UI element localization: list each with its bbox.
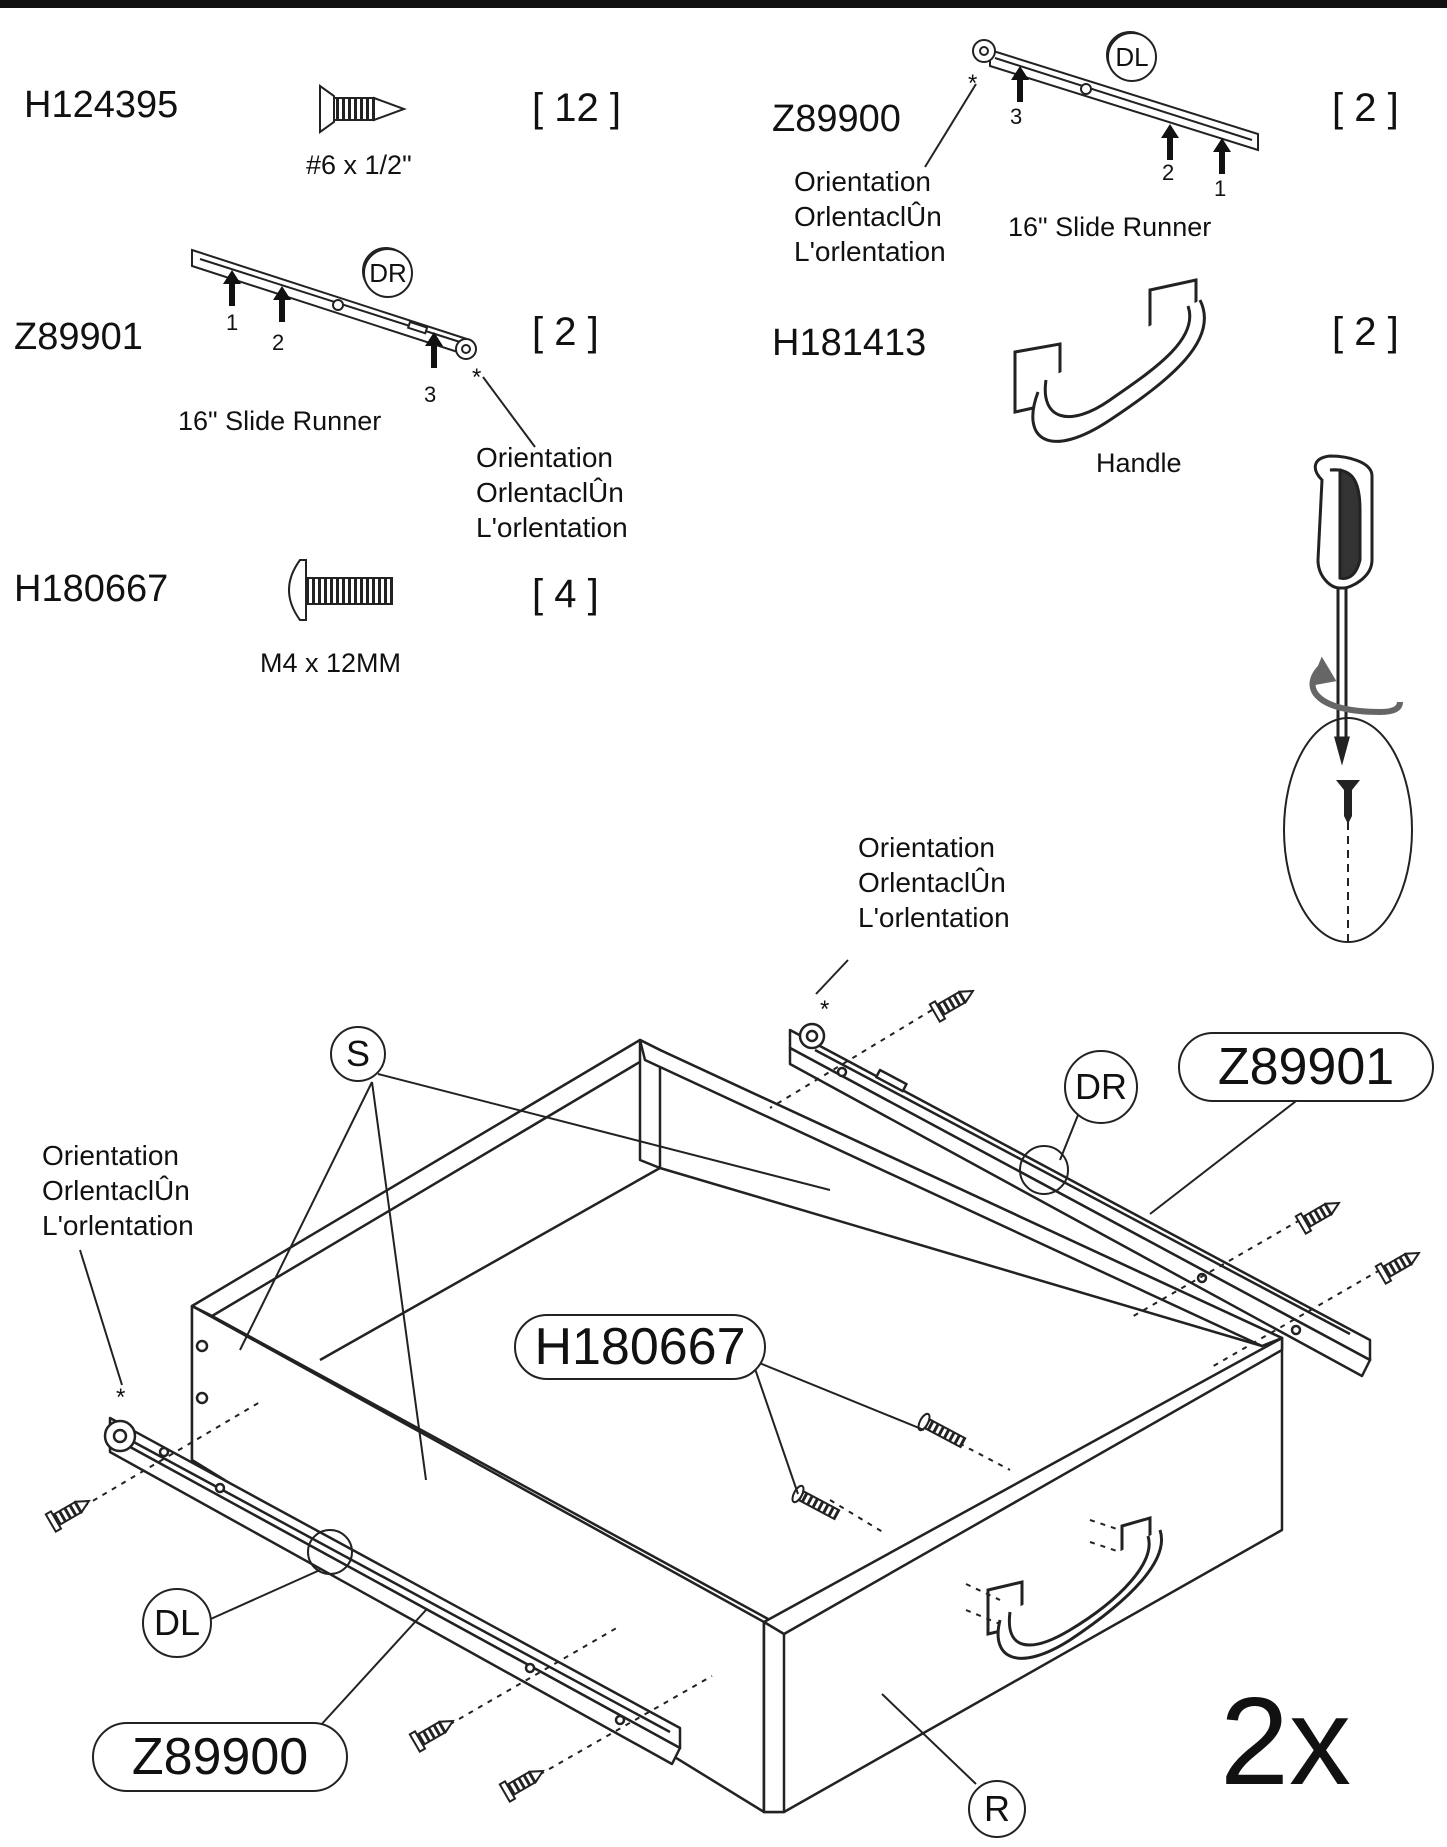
part-qty-h124395: [ 12 ] [532, 86, 621, 130]
drawer-runner-dl [103, 1416, 682, 1766]
part-code-h124395: H124395 [24, 84, 179, 126]
part-qty-h180667: [ 4 ] [532, 572, 599, 616]
part-code-h180667: H180667 [14, 568, 169, 610]
orientation-marker-right-runner: * [820, 996, 830, 1023]
hole-number-2-dl: 2 [1162, 160, 1175, 185]
badge-dr-small: DR [363, 248, 413, 298]
orientation-text-dr: Orientation OrlentaclÛn L'orlentation [476, 442, 628, 543]
badge-dl-small: DL [1107, 32, 1157, 82]
leader-lines [79, 959, 1301, 1785]
machine-screw-icon [288, 559, 393, 621]
label-r-circle: R [968, 1780, 1026, 1838]
part-size-h180667: M4 x 12MM [260, 648, 402, 678]
callout-h180667: H180667 [514, 1314, 766, 1380]
hole-number-1-dl: 1 [1214, 176, 1227, 201]
part-qty-z89901: [ 2 ] [532, 310, 599, 354]
part-name-z89900: 16" Slide Runner [1008, 212, 1212, 242]
part-name-z89901: 16" Slide Runner [178, 406, 382, 436]
hole-number-2-dr: 2 [272, 330, 285, 355]
detail-ellipse [1283, 717, 1413, 943]
part-code-z89901: Z89901 [14, 316, 143, 358]
callout-z89901: Z89901 [1178, 1032, 1434, 1102]
orientation-marker-dl: * [968, 70, 978, 97]
handle-icon [1013, 278, 1206, 443]
part-name-h181413: Handle [1096, 448, 1182, 478]
hole-number-3-dl: 3 [1010, 104, 1023, 129]
part-size-h124395: #6 x 1/2" [306, 150, 412, 180]
hole-arrows-dr [223, 270, 443, 368]
drawer-handle [986, 1516, 1163, 1660]
drawer-wood-screws [44, 989, 1421, 1804]
drawer-runner-dr [788, 1022, 1372, 1378]
part-qty-z89900: [ 2 ] [1332, 86, 1399, 130]
orientation-leader-dl [924, 83, 977, 168]
orientation-text-right-runner: Orientation OrlentaclÛn L'orlentation [858, 832, 1010, 933]
hole-arrows-dl [1011, 66, 1231, 174]
orientation-text-dl: Orientation OrlentaclÛn L'orlentation [794, 166, 946, 267]
orientation-marker-dr: * [472, 364, 482, 391]
callout-z89900: Z89900 [92, 1722, 348, 1792]
hole-number-1-dr: 1 [226, 310, 239, 335]
screwdriver-icon [1309, 454, 1403, 766]
quantity-multiplier: 2x [1220, 1673, 1351, 1811]
label-s-circle: S [330, 1026, 386, 1082]
label-dr-circle: DR [1064, 1050, 1138, 1124]
orientation-marker-left-runner: * [116, 1384, 126, 1411]
part-code-h181413: H181413 [772, 322, 927, 364]
orientation-leader-dr [482, 376, 536, 448]
part-qty-h181413: [ 2 ] [1332, 310, 1399, 354]
orientation-text-left-runner: Orientation OrlentaclÛn L'orlentation [42, 1140, 194, 1241]
label-dl-circle: DL [142, 1588, 212, 1658]
top-border [0, 0, 1447, 8]
drawer-box [190, 1038, 1284, 1814]
part-code-z89900: Z89900 [772, 98, 901, 140]
wood-screw-icon [319, 84, 407, 134]
drawer-machine-screws [791, 1412, 967, 1521]
hole-number-3-dr: 3 [424, 382, 437, 407]
